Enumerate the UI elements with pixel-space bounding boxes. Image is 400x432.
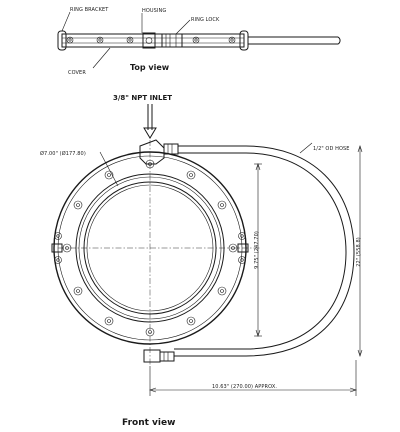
viewport-window — [83, 181, 217, 315]
dim-width: 10.63" (270.00) APPROX. — [212, 384, 277, 390]
label-hose: 1/2" OD HOSE — [313, 146, 350, 152]
label-inlet: 3/8" NPT INLET — [113, 94, 172, 102]
label-housing: HOUSING — [142, 8, 166, 14]
top-view: RING BRACKET HOUSING RING LOCK COVER Top… — [57, 7, 341, 76]
top-view-bolts — [66, 36, 236, 44]
hose-loop — [174, 145, 355, 357]
top-view-ring-lock — [161, 33, 183, 48]
bottom-fitting — [143, 349, 175, 363]
flange-bolts — [54, 159, 246, 337]
label-ring-lock: RING LOCK — [191, 17, 220, 23]
ring-lock-left — [51, 243, 63, 253]
front-view: 3/8" NPT INLET 1/2" OD HOSE Ø7.00" (Ø177… — [40, 94, 363, 428]
front-view-title: Front view — [122, 418, 175, 428]
flange-outer — [53, 151, 247, 345]
top-view-cover-plate — [61, 33, 245, 48]
dim-height: 9.75" (247.70) — [254, 231, 260, 269]
label-cover: COVER — [68, 70, 86, 76]
inlet-arrow — [143, 104, 157, 139]
top-view-housing — [142, 32, 156, 49]
dim-hose-loop: 22" (558.8) — [356, 237, 362, 267]
dim-diameter: Ø7.00" (Ø177.80) — [40, 150, 86, 157]
label-ring-bracket: RING BRACKET — [70, 7, 109, 13]
ring-lock-right — [237, 243, 249, 253]
inlet-housing — [139, 139, 179, 165]
top-view-title: Top view — [130, 63, 170, 72]
top-view-hose — [248, 36, 341, 45]
